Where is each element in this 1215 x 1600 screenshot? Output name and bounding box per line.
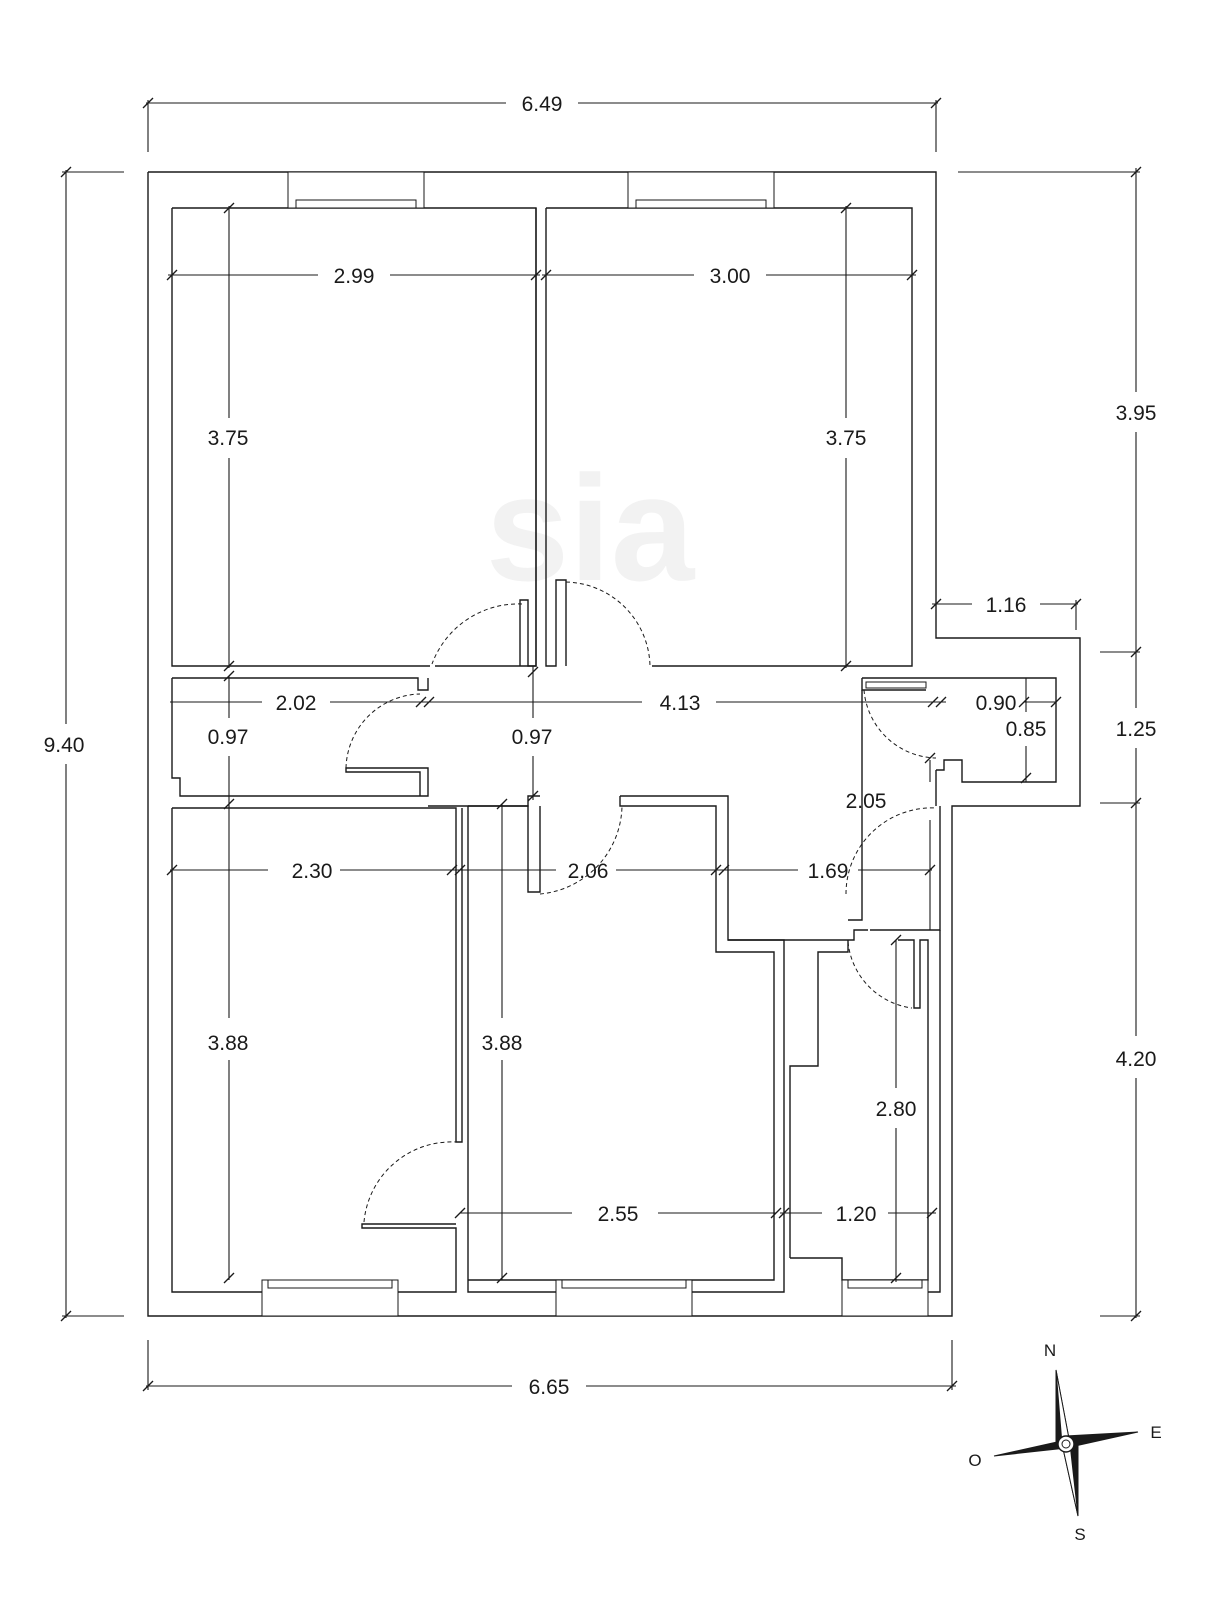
door-swing-ne <box>565 581 651 667</box>
dim-overall-bottom-width: 6.65 <box>529 1376 570 1399</box>
door-swing-corridor <box>845 807 937 895</box>
dim-bath-depth: 2.80 <box>876 1098 917 1121</box>
compass-west-label: O <box>968 1451 981 1470</box>
compass-east-label: E <box>1150 1423 1161 1442</box>
door-swing-bath <box>847 941 913 1009</box>
dim-living-width-south: 2.55 <box>598 1203 639 1226</box>
dim-hall-west-width: 0.97 <box>208 726 249 749</box>
door-swings <box>345 581 937 1223</box>
compass-center <box>1057 1435 1075 1453</box>
dim-hall-east-length: 4.13 <box>660 692 701 715</box>
dim-bedroom-nw-width: 2.99 <box>334 265 375 288</box>
door-swing-sw <box>363 1141 457 1223</box>
compass-rose: N E S O <box>968 1341 1161 1544</box>
dim-living-depth: 3.88 <box>482 1032 523 1055</box>
living-walls <box>468 805 541 893</box>
dim-hall-west-length: 2.02 <box>276 692 317 715</box>
door-swing-living <box>539 805 623 895</box>
compass-north-label: N <box>1044 1341 1056 1360</box>
dim-right-lower: 4.20 <box>1116 1048 1157 1071</box>
dim-bedroom-ne-width: 3.00 <box>710 265 751 288</box>
dim-living-width-north: 2.06 <box>568 860 609 883</box>
dimension-labels: 6.49 6.65 9.40 3.95 1.25 4.20 2.99 3.75 … <box>44 93 1157 1399</box>
watermark: sia <box>486 444 696 612</box>
windows <box>261 171 929 1317</box>
watermark-logo: sia <box>486 444 696 612</box>
door-swing-wc <box>863 689 937 759</box>
dim-bedroom-ne-depth: 3.75 <box>826 427 867 450</box>
dim-right-middle: 1.25 <box>1116 718 1157 741</box>
dim-bath-width-north: 1.69 <box>808 860 849 883</box>
dim-wc-width: 0.90 <box>976 692 1017 715</box>
door-swing-nw <box>431 603 523 665</box>
dim-overall-height: 9.40 <box>44 734 85 757</box>
walls <box>147 171 1081 1317</box>
bath-walls <box>728 929 868 941</box>
compass-needle-west <box>993 1439 1067 1457</box>
dim-balcony-width: 1.16 <box>986 594 1027 617</box>
dim-wc-depth: 0.85 <box>1006 718 1047 741</box>
compass-needle-east <box>1065 1431 1139 1449</box>
dim-bedroom-sw-depth: 3.88 <box>208 1032 249 1055</box>
hall-walls <box>172 677 429 691</box>
dim-bedroom-nw-depth: 3.75 <box>208 427 249 450</box>
dim-overall-top-width: 6.49 <box>522 93 563 116</box>
dim-hall-center-width: 0.97 <box>512 726 553 749</box>
dim-corridor-depth: 2.05 <box>846 790 887 813</box>
dim-bedroom-sw-width: 2.30 <box>292 860 333 883</box>
bedroom-sw-walls <box>172 807 463 1143</box>
compass-south-label: S <box>1074 1525 1085 1544</box>
window-wc <box>865 681 927 689</box>
dim-bath-width-south: 1.20 <box>836 1203 877 1226</box>
door-swing-hall <box>345 693 421 769</box>
outer-wall <box>147 171 1081 1317</box>
wc-walls <box>862 677 1057 783</box>
dim-right-upper: 3.95 <box>1116 402 1157 425</box>
dimension-lines <box>60 97 1142 1392</box>
